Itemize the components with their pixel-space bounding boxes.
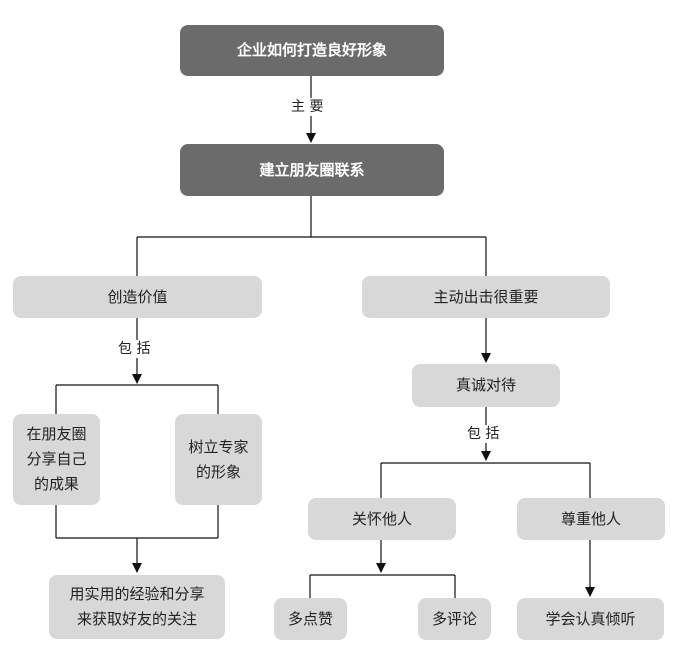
node-root: 企业如何打造良好形象: [180, 25, 444, 76]
edge-label-main: 主 要: [289, 98, 326, 116]
edge-label-include-left: 包 括: [116, 340, 153, 358]
node-useful-share: 用实用的经验和分享 来获取好友的关注: [49, 575, 225, 639]
node-proactive: 主动出击很重要: [362, 276, 610, 318]
node-likes: 多点赞: [274, 598, 347, 640]
node-main: 建立朋友圈联系: [180, 144, 444, 196]
node-create-value: 创造价值: [13, 276, 262, 318]
node-comments: 多评论: [418, 598, 491, 640]
node-care: 关怀他人: [308, 498, 456, 540]
node-sincere: 真诚对待: [412, 364, 560, 407]
node-expert-image: 树立专家 的形象: [175, 414, 262, 505]
edge-label-include-right: 包 括: [465, 425, 502, 443]
node-share-self: 在朋友圈 分享自己 的成果: [13, 414, 100, 505]
node-respect: 尊重他人: [517, 498, 665, 540]
node-listen: 学会认真倾听: [517, 598, 664, 640]
